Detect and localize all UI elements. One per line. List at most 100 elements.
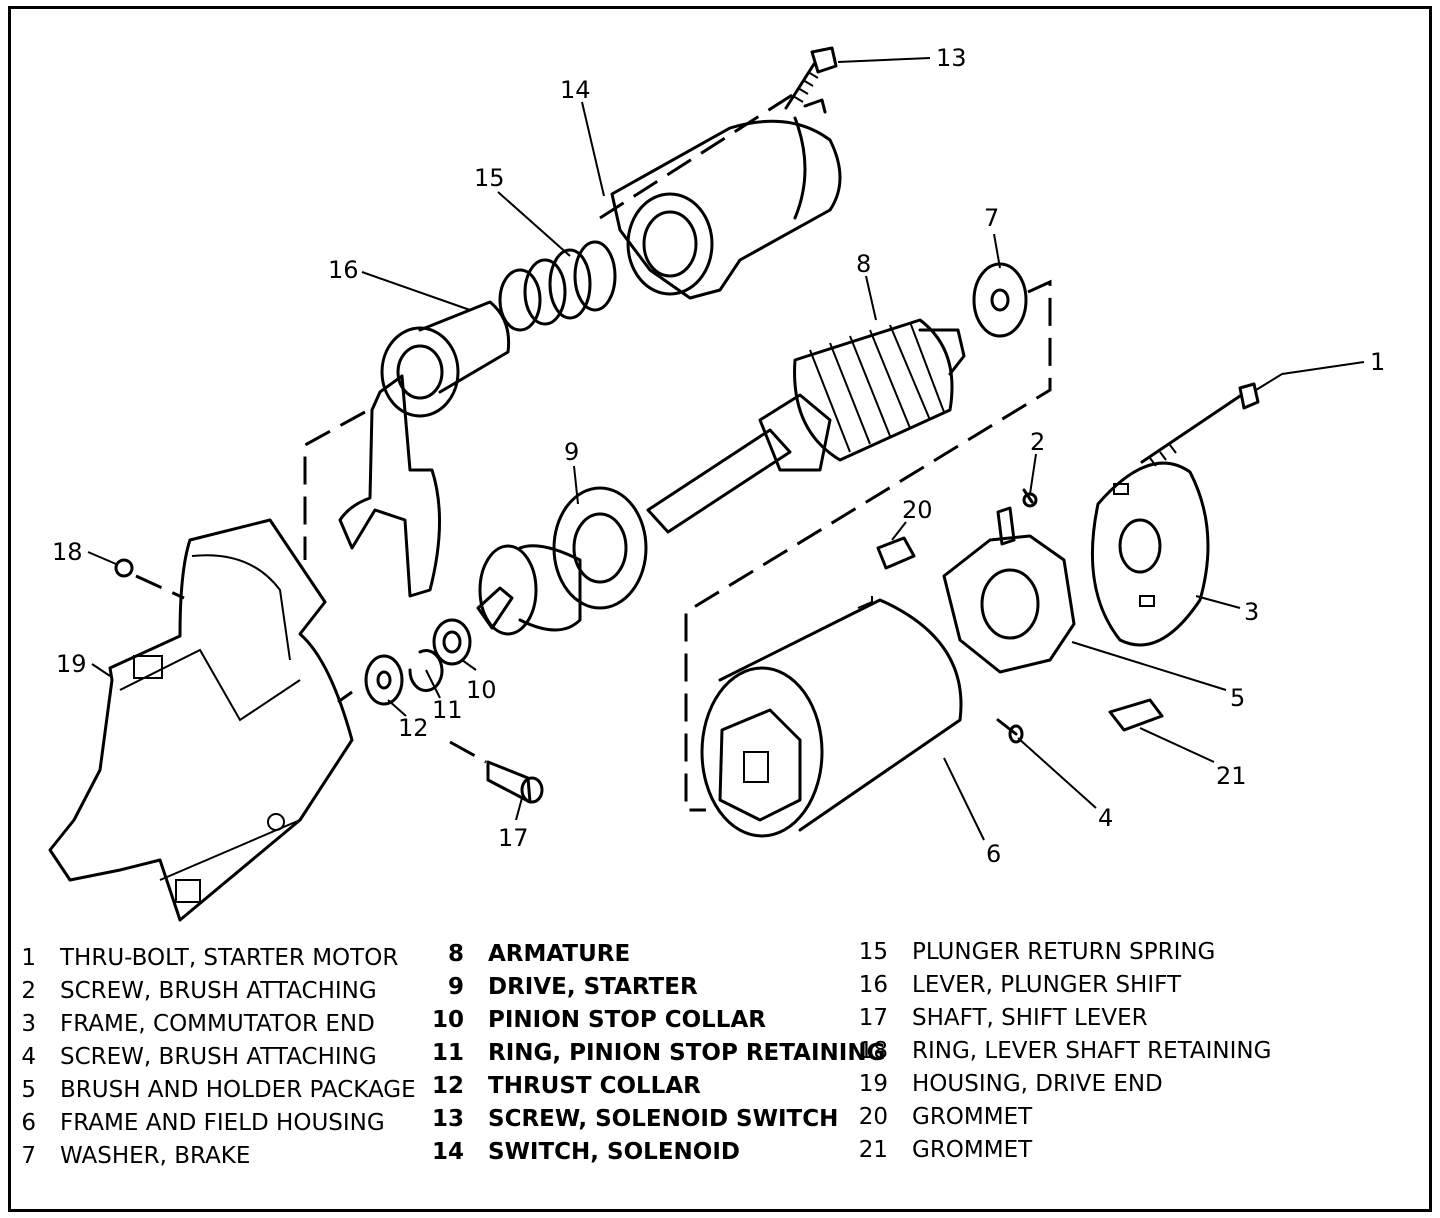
legend-item-number: 17 [858, 1005, 888, 1031]
legend-item: 6 FRAME AND FIELD HOUSING [0, 1107, 416, 1140]
leader-lines [87, 57, 1365, 841]
callout-3: 3 [1244, 598, 1259, 626]
legend-item-label: FRAME AND FIELD HOUSING [60, 1110, 385, 1136]
part-12-thrust-collar [364, 654, 404, 706]
legend-item-number: 13 [431, 1106, 464, 1132]
legend-item-label: SHAFT, SHIFT LEVER [912, 1005, 1148, 1031]
part-11-retaining-ring [408, 649, 444, 693]
legend-item-label: SCREW, BRUSH ATTACHING [60, 1044, 377, 1070]
callout-19: 19 [56, 650, 87, 678]
legend-item: 21 GROMMET [852, 1134, 1271, 1167]
callout-numbers: 1 2 3 4 5 6 7 8 9 10 11 12 13 14 15 16 1… [52, 44, 1385, 868]
legend-item: 8 ARMATURE [428, 938, 885, 971]
legend-item: 14 SWITCH, SOLENOID [428, 1136, 885, 1169]
callout-1: 1 [1370, 348, 1385, 376]
legend-item-label: WASHER, BRAKE [60, 1143, 251, 1169]
callout-16: 16 [328, 256, 359, 284]
part-8-armature [646, 318, 966, 534]
legend-item-number: 2 [21, 978, 36, 1004]
legend-item-label: SCREW, BRUSH ATTACHING [60, 978, 377, 1004]
legend-item-label: GROMMET [912, 1104, 1033, 1130]
part-21-grommet [1108, 698, 1164, 732]
part-20-grommet [876, 536, 916, 570]
legend-item-label: GROMMET [912, 1137, 1033, 1163]
legend-item-label: LEVER, PLUNGER SHIFT [912, 972, 1181, 998]
legend-item-label: SWITCH, SOLENOID [488, 1139, 740, 1165]
part-3-commutator-end-frame [1090, 461, 1210, 647]
callout-4: 4 [1098, 804, 1113, 832]
legend-item: 20 GROMMET [852, 1101, 1271, 1134]
legend-column-3: 15 PLUNGER RETURN SPRING 16 LEVER, PLUNGER … [852, 936, 1272, 1167]
callout-9: 9 [564, 438, 579, 466]
callout-8: 8 [856, 250, 871, 278]
legend-item-number: 7 [21, 1143, 36, 1169]
callout-14: 14 [560, 76, 591, 104]
part-9-starter-drive [476, 486, 648, 636]
part-1-thru-bolt [1140, 373, 1283, 467]
legend-item-label: ARMATURE [488, 941, 631, 967]
callout-17: 17 [498, 824, 529, 852]
legend-item-label: BRUSH AND HOLDER PACKAGE [60, 1077, 416, 1103]
legend-item: 16 LEVER, PLUNGER SHIFT [852, 969, 1271, 1002]
part-10-pinion-stop-collar [432, 618, 472, 666]
callout-21: 21 [1216, 762, 1247, 790]
legend-item-number: 3 [21, 1011, 36, 1037]
part-16-plunger-shift-lever [303, 300, 511, 598]
legend-item: 18 RING, LEVER SHAFT RETAINING [852, 1035, 1272, 1068]
legend-item: 15 PLUNGER RETURN SPRING [852, 936, 1271, 969]
legend-item-label: PINION STOP COLLAR [488, 1007, 766, 1033]
legend-item: 7 WASHER, BRAKE [0, 1140, 416, 1173]
part-4-screw [996, 718, 1024, 744]
part-18-lever-shaft-ring [114, 558, 185, 600]
callout-12: 12 [398, 714, 429, 742]
legend-item-number: 4 [21, 1044, 36, 1070]
diagram-frame [8, 6, 1432, 1212]
callout-6: 6 [986, 840, 1001, 868]
legend-item-number: 21 [858, 1137, 888, 1163]
legend-item: 1 THRU-BOLT, STARTER MOTOR [0, 942, 416, 975]
legend-item-label: THRU-BOLT, STARTER MOTOR [60, 945, 399, 971]
legend-item-label: PLUNGER RETURN SPRING [912, 939, 1216, 965]
legend-item-label: THRUST COLLAR [488, 1073, 701, 1099]
legend-item-number: 15 [858, 939, 888, 965]
legend-item-label: DRIVE, STARTER [488, 974, 698, 1000]
legend-item: 5 BRUSH AND HOLDER PACKAGE [0, 1074, 416, 1107]
legend-item-number: 19 [858, 1071, 888, 1097]
legend-item-number: 16 [858, 972, 888, 998]
exploded-view-drawing: 1 2 3 4 5 6 7 8 9 10 11 12 13 14 15 16 1… [48, 44, 1385, 922]
legend-column-2: 8 ARMATURE 9 DRIVE, STARTER 10 PINION STOP CO… [428, 938, 885, 1169]
legend-item-number: 20 [858, 1104, 888, 1130]
legend-item: 12 THRUST COLLAR [428, 1070, 885, 1103]
legend-item-number: 8 [447, 941, 464, 967]
part-19-drive-end-housing [48, 518, 354, 922]
part-14-solenoid-switch [599, 88, 842, 300]
callout-5: 5 [1230, 684, 1245, 712]
legend-item-number: 14 [431, 1139, 464, 1165]
legend-item-label: RING, LEVER SHAFT RETAINING [912, 1038, 1272, 1064]
callout-13: 13 [936, 44, 967, 72]
callout-2: 2 [1030, 428, 1045, 456]
callout-18: 18 [52, 538, 83, 566]
legend-item-number: 10 [431, 1007, 464, 1033]
legend-item-number: 5 [21, 1077, 36, 1103]
part-5-brush-holder [942, 506, 1076, 674]
legend-item: 17 SHAFT, SHIFT LEVER [852, 1002, 1271, 1035]
legend-item: 9 DRIVE, STARTER [428, 971, 885, 1004]
legend-item-number: 12 [431, 1073, 464, 1099]
legend-item-number: 18 [858, 1038, 888, 1064]
legend-item-number: 6 [21, 1110, 36, 1136]
legend-item-label: RING, PINION STOP RETAINING [488, 1040, 886, 1066]
part-15-return-spring [498, 240, 617, 332]
legend-item: 4 SCREW, BRUSH ATTACHING [0, 1041, 416, 1074]
part-13-solenoid-screw [784, 46, 838, 110]
legend-item-number: 1 [21, 945, 36, 971]
legend-item-number: 9 [447, 974, 464, 1000]
callout-20: 20 [902, 496, 933, 524]
callout-10: 10 [466, 676, 497, 704]
callout-7: 7 [984, 204, 999, 232]
legend-item: 2 SCREW, BRUSH ATTACHING [0, 975, 416, 1008]
